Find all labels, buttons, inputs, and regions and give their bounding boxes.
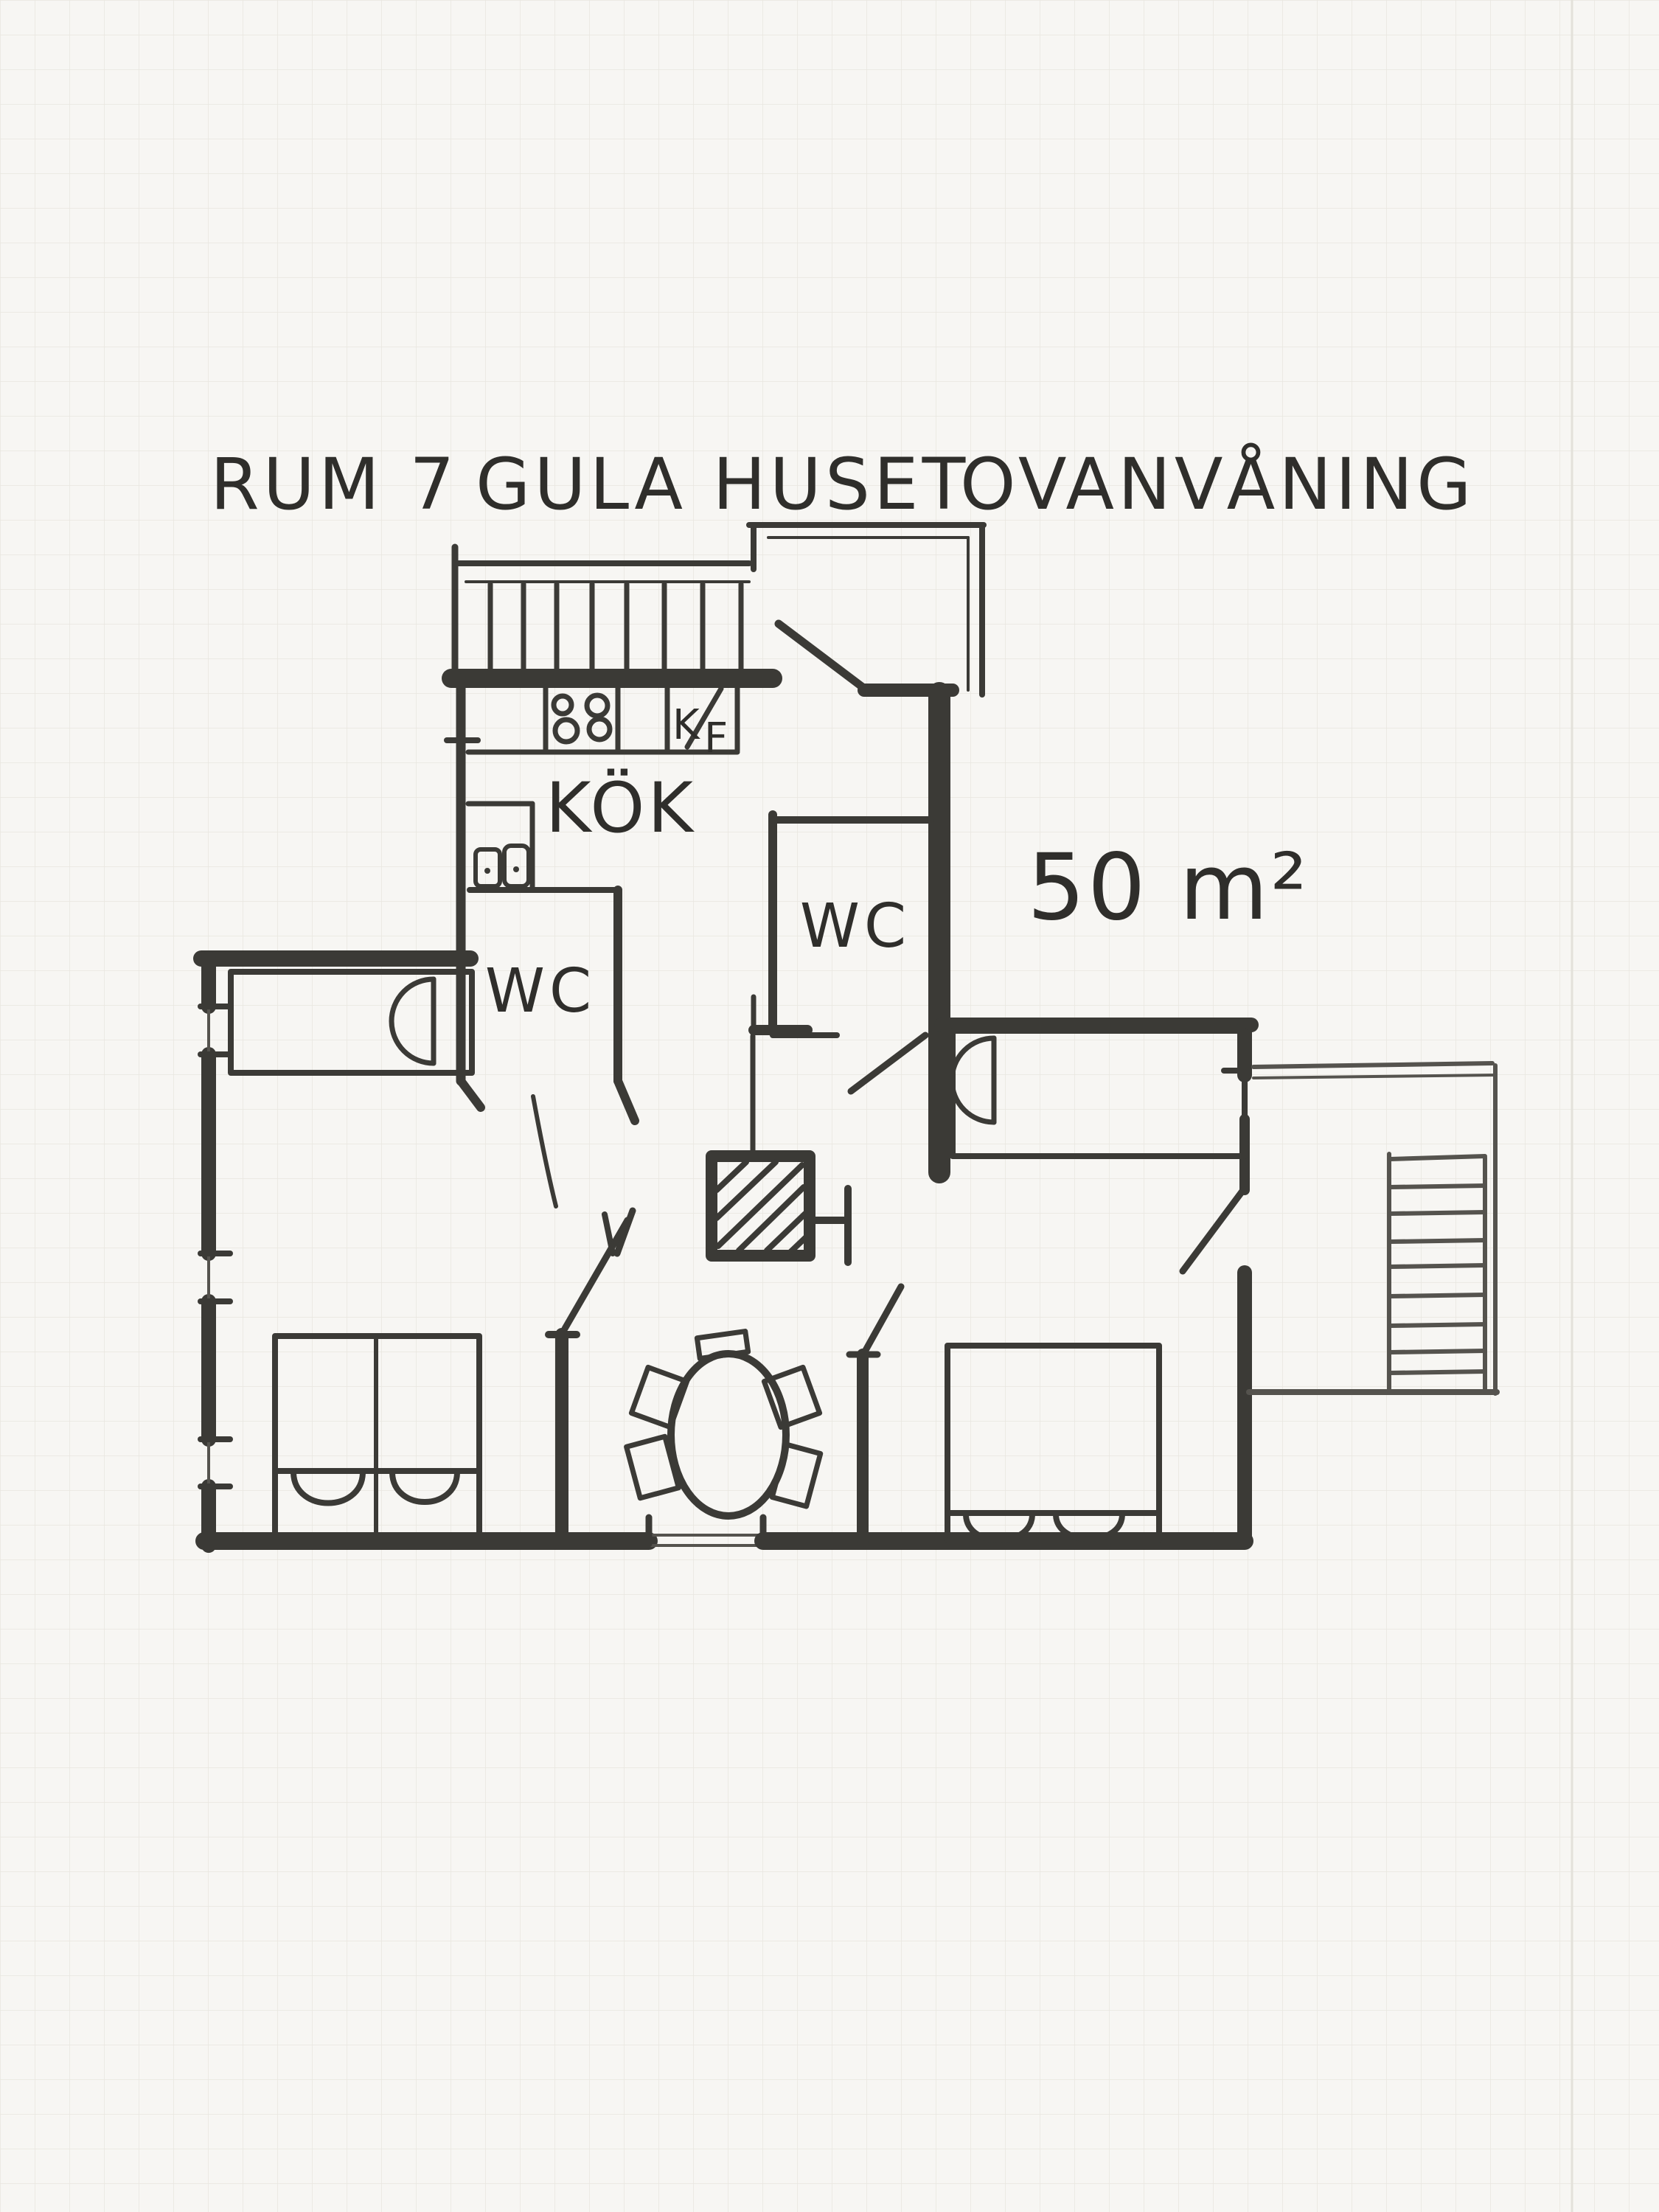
bed-double-right-icon — [945, 1343, 1162, 1543]
title-part-1: RUM 7 — [210, 443, 458, 526]
area-label: 50 m² — [1027, 835, 1310, 941]
entry-hall-walls — [746, 522, 987, 698]
chair-icon — [624, 1433, 681, 1501]
wc-left-room — [456, 886, 639, 1125]
entry-door-leaf-icon — [774, 619, 873, 696]
interior-stairs-icon — [451, 543, 752, 682]
hatched-chimney-icon — [706, 1150, 815, 1262]
corridor-wall-stub — [748, 994, 813, 1159]
double-sink-icon — [473, 844, 531, 888]
chair-icon — [761, 1364, 823, 1430]
wc-center-door-leaf-icon — [847, 1032, 929, 1095]
right-bedroom-door-leaf-icon — [861, 1283, 905, 1355]
balcony-door-leaf-icon — [1179, 1186, 1247, 1275]
stove-burners-icon — [551, 692, 613, 745]
bed-single-left-icon — [228, 969, 475, 1076]
freezer-label: F — [704, 714, 728, 762]
page-title: RUM 7 GULA HUSET OVANVÅNING — [210, 442, 1475, 526]
left-bedroom-door-leaf-icon — [561, 1217, 631, 1332]
kitchen-west-wall — [444, 673, 535, 964]
wc-left-label: WC — [485, 956, 596, 1026]
kitchen-label: KÖK — [546, 768, 696, 849]
bed-single-right-icon — [949, 1028, 1248, 1159]
chair-icon — [628, 1364, 690, 1430]
bed-double-left-icon — [272, 1333, 482, 1543]
fridge-label: K — [672, 701, 700, 749]
title-part-2: GULA HUSET — [476, 443, 969, 526]
wc-center-label: WC — [800, 891, 911, 961]
chair-icon — [769, 1441, 824, 1509]
title-part-3: OVANVÅNING — [960, 442, 1475, 526]
balcony-outline — [1246, 1061, 1500, 1396]
kitchen-counter — [465, 684, 740, 755]
fridge-freezer-box: K F — [672, 686, 728, 762]
chair-icon — [694, 1329, 751, 1361]
chimney-bench-icon — [807, 1185, 852, 1266]
left-partition-wall — [545, 1328, 580, 1548]
chair-icons — [624, 1329, 824, 1509]
balcony-stairs-icon — [1387, 1152, 1487, 1394]
